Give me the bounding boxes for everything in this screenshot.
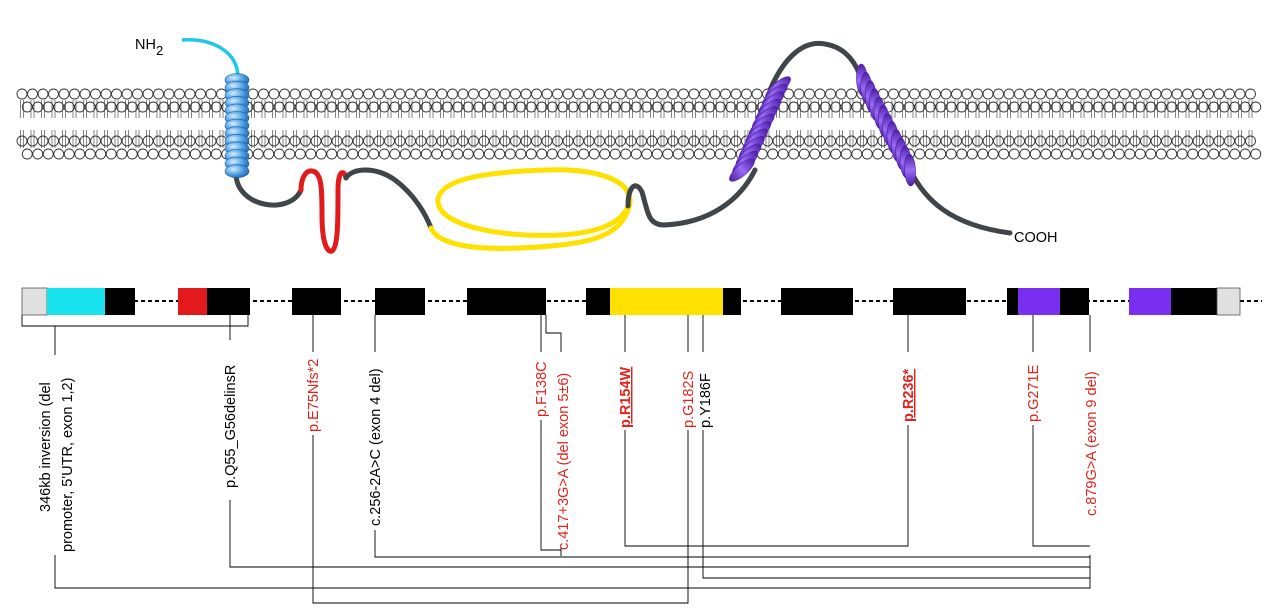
mutation-label-r236: p.R236*	[901, 368, 917, 422]
connector-c417	[545, 315, 562, 352]
exon-2-red	[178, 288, 207, 315]
c-terminal-tail	[907, 167, 1013, 236]
connector-inversion-bracket	[21, 315, 249, 327]
exon-6-right	[723, 288, 741, 315]
linker-segment-1	[233, 172, 304, 208]
connector-e75-bottom	[312, 430, 689, 604]
connector-q55-bottom	[229, 500, 1090, 568]
mutation-label-c256: c.256-2A>C (exon 4 del)	[368, 368, 384, 526]
mutation-label-g271: p.G271E	[1026, 364, 1042, 422]
connector-g271-bottom	[1032, 425, 1090, 547]
transmembrane-helix-purple-2	[856, 63, 916, 187]
exon-8	[893, 288, 966, 315]
transmembrane-helix-purple-1	[729, 76, 791, 182]
mutation-label-inversion-1: 346kb inversion (del	[38, 382, 54, 512]
exon-9-right	[1060, 288, 1089, 315]
lipid-heads	[16, 88, 1262, 160]
mutation-label-e75: p.E75Nfs*2	[306, 359, 322, 432]
red-loop	[298, 168, 349, 254]
connector-r154-bottom	[624, 425, 909, 547]
mutation-label-y186: p.Y186F	[698, 373, 714, 428]
connector-inversion-bottom	[54, 555, 1091, 589]
exon-10-coding	[1171, 288, 1217, 315]
gene-exon-map	[21, 287, 1262, 316]
mutation-label-r154: p.R154W	[618, 366, 634, 428]
exon-7	[781, 288, 853, 315]
cooh-label: COOH	[1014, 230, 1058, 246]
transmembrane-helix-blue	[224, 73, 250, 178]
n-terminal-tail	[181, 38, 240, 79]
linker-segment-3	[625, 167, 758, 228]
connector-c256-bottom	[374, 530, 1090, 558]
exon-1-utr	[21, 287, 48, 316]
exon-9-left	[1007, 288, 1018, 315]
mutation-labels: 346kb inversion (del promoter, 5'UTR, ex…	[38, 359, 1100, 552]
mutation-connectors	[21, 315, 1091, 604]
mutation-label-c417: c.417+3G>A (del exon 5±6)	[556, 373, 572, 550]
mutation-label-inversion-2: promoter, 5'UTR, exon 1,2)	[60, 378, 76, 552]
exon-3	[292, 288, 341, 315]
exon-10-purple	[1129, 288, 1171, 315]
exon-5	[467, 288, 546, 315]
exon-1-coding	[105, 288, 135, 315]
mutation-label-q55: p.Q55_G56delinsR	[223, 365, 239, 488]
mutation-label-f138: p.F138C	[534, 361, 550, 417]
connector-y186-bottom	[702, 430, 1090, 579]
exon-10-utr	[1216, 287, 1241, 316]
exon-4	[375, 288, 425, 315]
exon-2-coding	[207, 288, 250, 315]
linker-segment-2	[343, 167, 434, 231]
lipid-bilayer	[16, 88, 1262, 160]
connector-f138-bottom	[540, 420, 561, 551]
nh2-label: NH2	[135, 37, 163, 58]
mutation-label-c879: c.879G>A (exon 9 del)	[1084, 371, 1100, 516]
yellow-loop	[428, 167, 633, 251]
exon-6-yellow	[610, 288, 723, 315]
nh2-subscript: 2	[156, 43, 163, 58]
exon-6-left	[586, 288, 610, 315]
mutation-label-g182: p.G182S	[681, 371, 697, 428]
exon-9-purple	[1018, 288, 1060, 315]
exon-1-cyan	[47, 288, 105, 315]
